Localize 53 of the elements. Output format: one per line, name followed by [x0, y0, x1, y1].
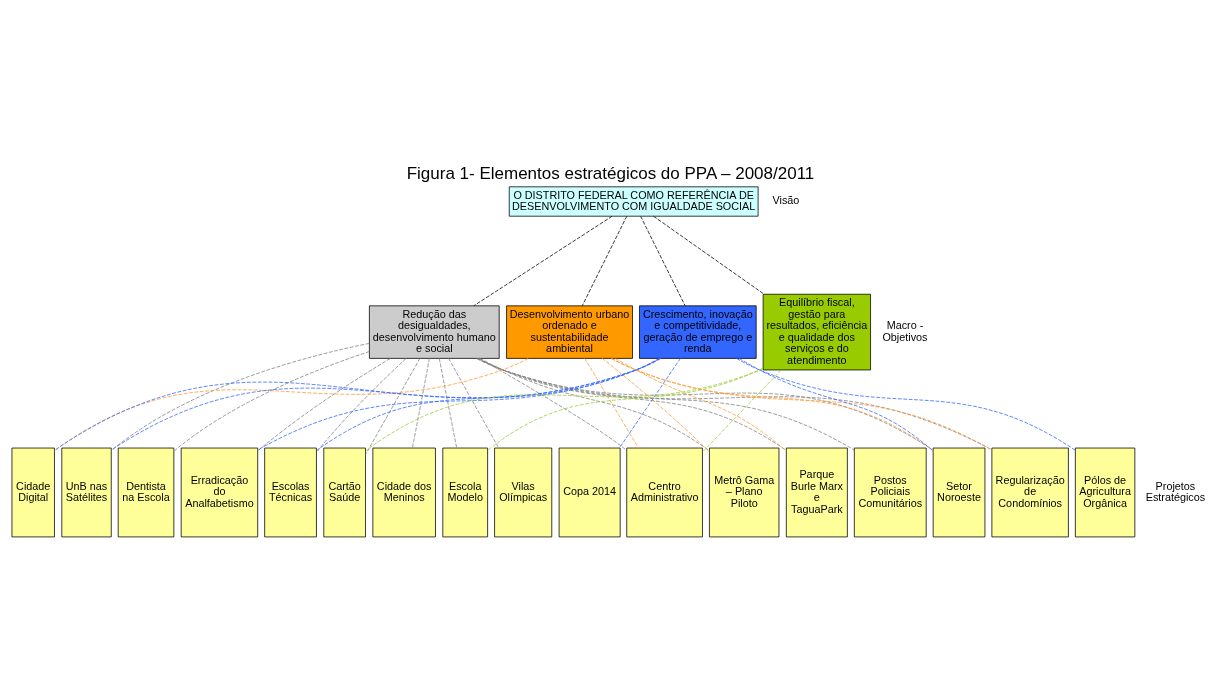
connector	[412, 358, 430, 449]
connector	[584, 358, 639, 449]
connector	[487, 368, 764, 451]
node-box: Cartão Saúde	[323, 447, 366, 538]
label: Projetos Estratégicos	[1145, 479, 1206, 504]
connector	[738, 358, 934, 452]
node-box: Metrô Gama – Plano Piloto	[709, 447, 780, 538]
node-box: Regularização de Condomínios	[991, 447, 1069, 538]
connector	[619, 358, 681, 449]
connector	[173, 351, 370, 452]
connector	[448, 358, 500, 449]
node-box: Postos Policiais Comunitários	[853, 447, 927, 538]
connector	[702, 369, 782, 453]
node-box: Vilas Olímpicas	[494, 447, 553, 538]
node-box: Escolas Técnicas	[264, 447, 317, 538]
connector	[478, 358, 787, 451]
connector	[110, 343, 370, 452]
connector	[614, 358, 787, 452]
node-box: Parque Burle Marx e TaguaPark	[785, 447, 848, 538]
connector	[54, 358, 529, 452]
connector	[601, 358, 710, 453]
connector	[257, 358, 391, 452]
node-box: Pólos de Agricultura Orgânica	[1074, 447, 1136, 538]
connector	[365, 368, 764, 452]
node-box: Copa 2014	[558, 447, 621, 538]
label: Macro - Objetivos	[882, 319, 928, 343]
node-box: O DISTRITO FEDERAL COMO REFERÊNCIA DE DESENVOLVIMENTO COM IGUALDADE SOCIAL	[508, 186, 759, 217]
connector	[438, 358, 458, 449]
node-box: Centro Administrativo	[626, 447, 703, 538]
connector	[316, 358, 407, 453]
node-box: UnB nas Satélites	[61, 447, 112, 538]
connector	[611, 358, 934, 452]
connector	[653, 215, 765, 295]
connector	[610, 358, 993, 451]
node-box: Redução das desigualdades, desenvolvimento humano e social	[369, 305, 500, 359]
connector	[581, 215, 628, 307]
connector	[479, 358, 710, 452]
node-box: Cidade dos Meninos	[372, 447, 436, 538]
connector	[473, 215, 613, 307]
node-box: Setor Noroeste	[932, 447, 986, 538]
connector	[477, 358, 855, 451]
node-box: Equilíbrio fiscal, gestão para resultados, eficiência e qualidade dos serviços e do atendimento	[762, 293, 871, 371]
node-box: Desenvolvimento urbano ordenado e sustentabilidade ambiental	[506, 305, 633, 359]
node-box: Crescimento, inovação e competitividade, geração de emprego e renda	[639, 305, 757, 359]
connector	[640, 215, 686, 307]
diagram-title: Figura 1- Elementos estratégicos do PPA – 2008/2011	[406, 163, 815, 183]
label: Visão	[772, 194, 800, 207]
node-box: Cidade Digital	[11, 447, 55, 538]
node-box: Erradicação do Analfabetismo	[180, 447, 259, 538]
connector	[736, 358, 1076, 451]
connector	[365, 358, 421, 456]
node-box: Escola Modelo	[442, 447, 488, 538]
node-box: Dentista na Escola	[117, 447, 175, 538]
